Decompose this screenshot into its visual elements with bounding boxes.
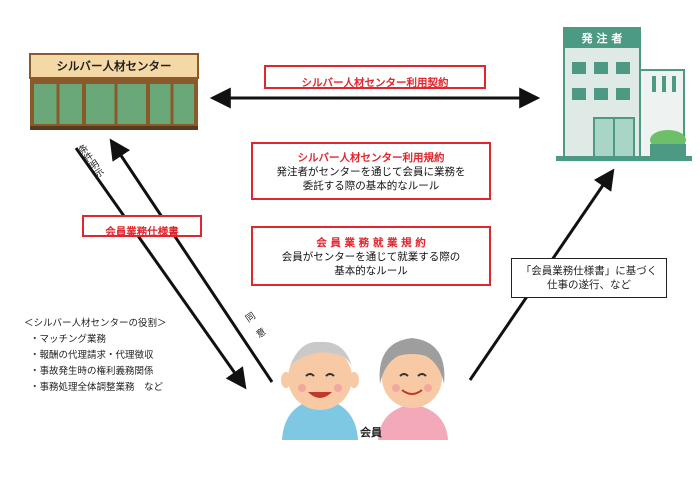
work-rules-title: 会 員 業 務 就 業 規 約 [316,237,426,249]
roles-title: ＜シルバー人材センターの役割＞ [24,318,167,329]
roles-item: ・事務処理全体調整業務 など [30,382,164,393]
regulations-box: シルバー人材センター利用規約 発注者がセンターを通じて会員に業務を 委託する際の… [251,142,491,200]
regulations-line-1: 発注者がセンターを通じて会員に業務を [276,166,466,178]
silver-center-sign: シルバー人材センター [56,59,172,73]
conditions-arrow [74,147,247,390]
execution-box: 「会員業務仕様書」に基づく 仕事の遂行、など [511,258,667,298]
regulations-line-2: 委託する際の基本的なルール [302,180,440,192]
work-rules-line-1: 会員がセンターを通じて就業する際の [281,251,461,263]
roles-list: ＜シルバー人材センターの役割＞ ・マッチング業務 ・報酬の代理請求・代理徴収 ・… [24,316,167,396]
silver-center-building-icon [29,53,199,130]
agreement-arrow [109,138,274,383]
regulations-title: シルバー人材センター利用規約 [297,152,445,164]
work-rules-box: 会 員 業 務 就 業 規 約 会員がセンターを通じて就業する際の 基本的なルー… [251,226,491,286]
orderer-building-icon [556,27,692,161]
execution-line-2: 仕事の遂行、など [547,279,631,291]
members-illustration [281,338,448,440]
spec-label-box: 会員業務仕様書 [82,215,202,238]
contract-label: シルバー人材センター利用契約 [301,77,449,89]
roles-item: ・事故発生時の権利義務関係 [30,366,154,377]
orderer-sign: 発 注 者 [581,32,623,45]
spec-label: 会員業務仕様書 [105,226,179,238]
member-label: 会員 [360,426,382,439]
contract-label-box: シルバー人材センター利用契約 [264,65,486,89]
roles-item: ・マッチング業務 [30,334,107,345]
work-rules-line-2: 基本的なルール [334,265,408,277]
roles-item: ・報酬の代理請求・代理徴収 [30,350,154,361]
execution-line-1: 「会員業務仕様書」に基づく [520,265,658,277]
